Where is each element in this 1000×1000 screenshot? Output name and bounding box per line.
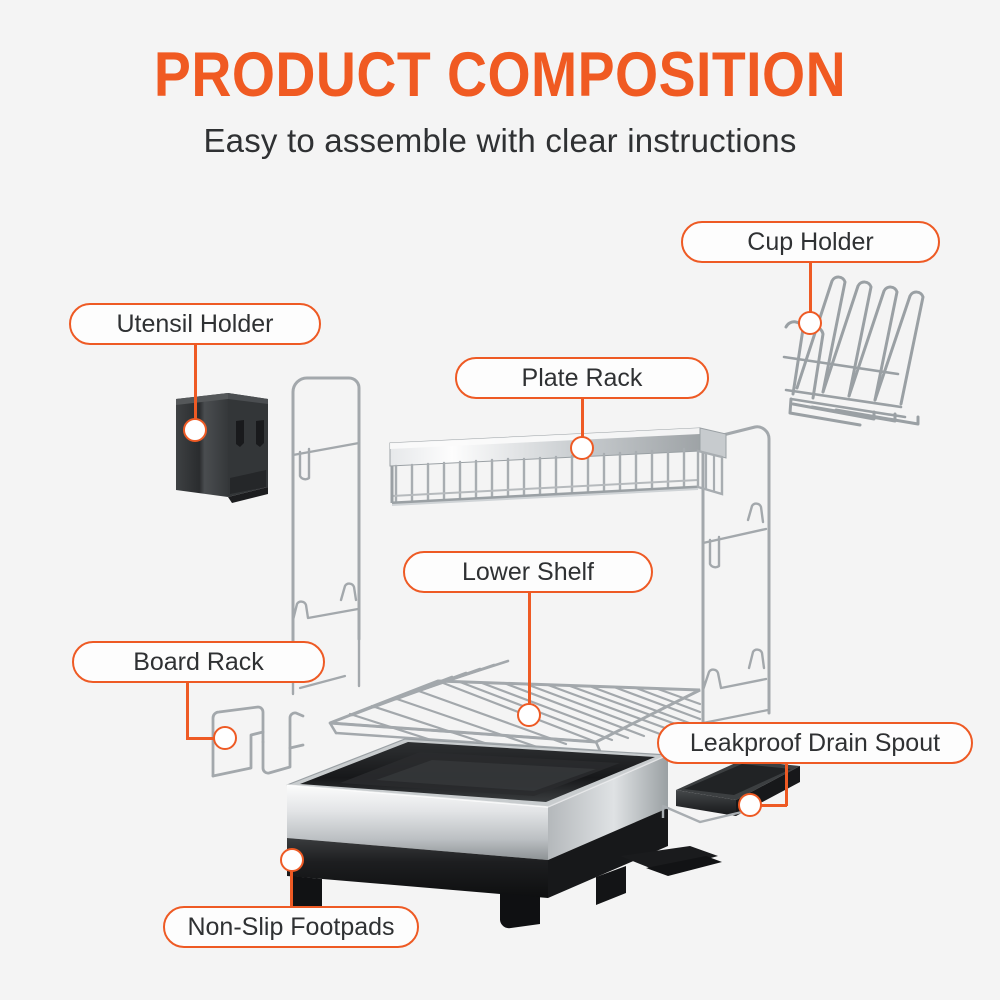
callout-board-rack[interactable]: Board Rack [72,641,325,683]
leader-drain-spout-vertical [785,764,788,806]
utensil-holder-part [176,393,268,503]
leader-drain-spout-horizontal [759,804,787,807]
anchor-dot-non-slip-footpads [280,848,304,872]
anchor-dot-utensil-holder [183,418,207,442]
callout-label-board-rack: Board Rack [133,647,264,676]
leader-lower-shelf [528,593,531,705]
leader-utensil-holder [194,345,197,420]
leader-non-slip-footpads [290,868,293,906]
cup-holder-part [782,275,925,427]
anchor-dot-leakproof-drain-spout [738,793,762,817]
callout-plate-rack[interactable]: Plate Rack [455,357,709,399]
plate-rack-part [389,427,727,506]
callout-lower-shelf[interactable]: Lower Shelf [403,551,653,593]
leader-board-rack-vertical [186,683,189,739]
page-subtitle: Easy to assemble with clear instructions [203,122,797,160]
anchor-dot-cup-holder [798,311,822,335]
page-title: PRODUCT COMPOSITION [153,40,847,110]
anchor-dot-lower-shelf [517,703,541,727]
anchor-dot-board-rack [213,726,237,750]
callout-label-cup-holder: Cup Holder [747,227,874,256]
callout-label-plate-rack: Plate Rack [521,363,643,392]
callout-utensil-holder[interactable]: Utensil Holder [69,303,321,345]
leader-plate-rack [581,399,584,438]
leader-board-rack-horizontal [186,737,218,740]
header: PRODUCT COMPOSITION Easy to assemble wit… [0,42,1000,160]
drain-tray-part [286,738,669,929]
callout-non-slip-footpads[interactable]: Non-Slip Footpads [163,906,419,948]
callout-cup-holder[interactable]: Cup Holder [681,221,940,263]
callout-label-non-slip-footpads: Non-Slip Footpads [187,912,395,941]
callout-label-utensil-holder: Utensil Holder [116,309,274,338]
board-rack-part [211,705,305,778]
callout-leakproof-drain-spout[interactable]: Leakproof Drain Spout [657,722,973,764]
callout-label-leakproof-drain-spout: Leakproof Drain Spout [689,728,941,757]
drain-spout-part [620,760,800,876]
leader-cup-holder [809,263,812,313]
anchor-dot-plate-rack [570,436,594,460]
callout-label-lower-shelf: Lower Shelf [461,557,595,586]
lower-shelf-part [328,659,702,759]
